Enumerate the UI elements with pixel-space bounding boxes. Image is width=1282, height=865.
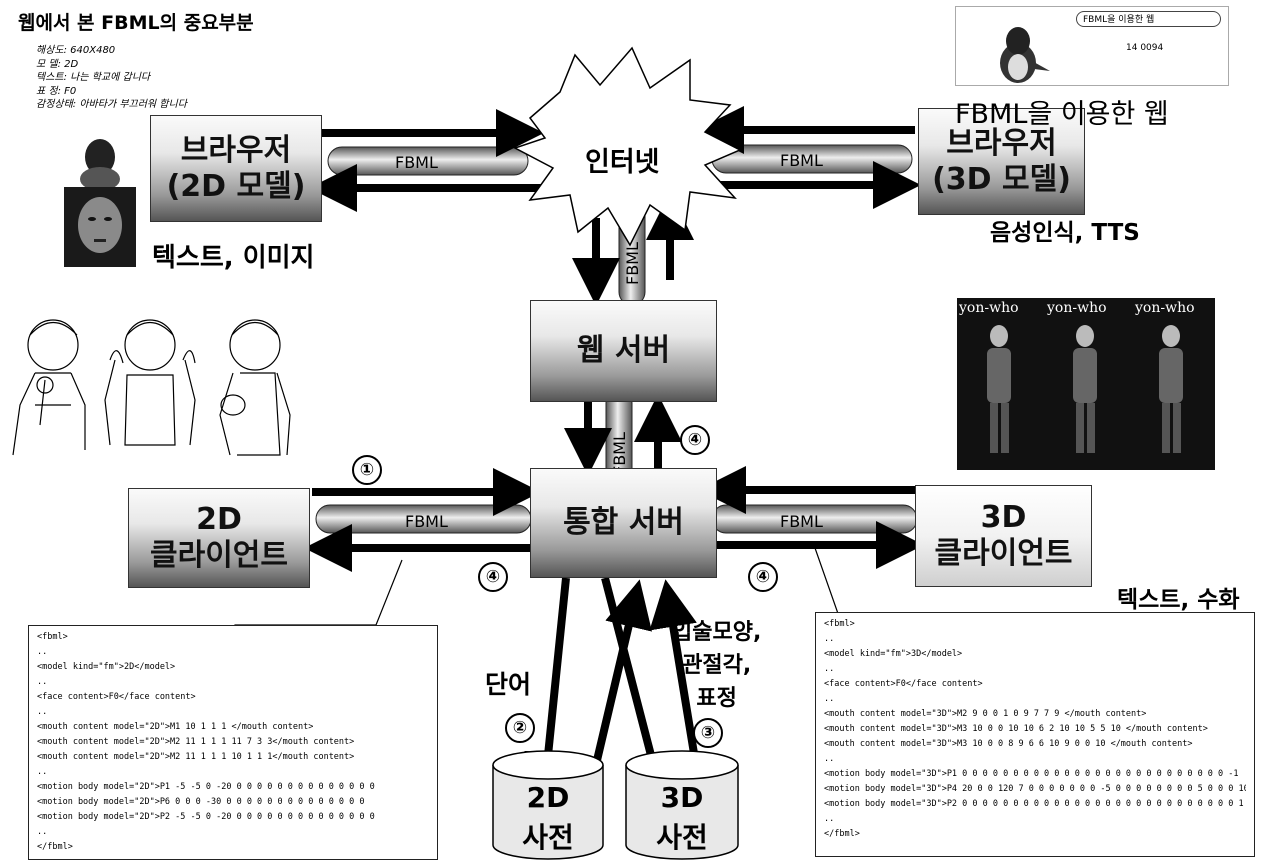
penguin-avatar-icon [1000,27,1050,83]
code-line: <mouth content model="3D">M2 9 0 0 1 0 9… [824,709,1147,719]
web-server-label: 웹 서버 [576,333,671,368]
client-2d-line2: 클라이언트 [150,538,288,573]
code-line: </fbml> [37,842,73,852]
text-image-label: 텍스트, 이미지 [152,243,315,273]
code-line: .. [824,694,835,704]
photo-caption: yon-who [1135,300,1195,316]
code-line: <mouth content model="3D">M3 10 0 0 8 9 … [824,739,1193,749]
info-line: 감정상태: 아바타가 부끄러워 합니다 [36,99,187,110]
fbml-label: FBML [610,432,629,475]
diagram-title: 웹에서 본 FBML의 중요부분 [18,12,254,34]
client-2d-box: 2D 클라이언트 [128,488,310,588]
avatar-3d-photo: yon-who yon-who yon-who [957,298,1215,470]
code-line: <model kind="fm">3D</model> [824,649,963,659]
browser-2d-line1: 브라우저 [180,132,292,168]
dict-3d-label: 3D 사전 [656,781,708,854]
fbml-web-label: FBML을 이용한 웹 [955,99,1169,130]
code-line: <motion body model="3D">P2 0 0 0 0 0 0 0… [824,799,1244,809]
code-line: .. [37,677,48,687]
integrated-server-box: 통합 서버 [530,468,717,578]
code-line: <motion body model="3D">P1 0 0 0 0 0 0 0… [824,769,1239,779]
snapshot-address-bar: FBML을 이용한 웹 [1076,11,1221,27]
code-line: <mouth content model="3D">M3 10 0 0 10 1… [824,724,1208,734]
client-2d-line1: 2D [196,502,242,537]
code-line: .. [37,827,48,837]
code-line: .. [824,664,835,674]
fbml-label: FBML [405,512,448,531]
info-block: 해상도: 640X480 모 델: 2D 텍스트: 나는 학교에 갑니다 표 정… [36,44,187,112]
client-3d-line1: 3D [980,500,1027,535]
word-label: 단어 [485,670,532,699]
avatar-2d-icon [64,139,136,267]
info-line: 해상도: 640X480 [36,45,116,56]
integrated-server-label: 통합 서버 [563,505,684,540]
step-2-badge: ② [505,713,535,743]
code-line: <mouth content model="2D">M1 10 1 1 1 </… [37,722,314,732]
browser-3d-line2: (3D 모델) [932,161,1071,197]
fbml-label: FBML [780,512,823,531]
dict-2d-cylinder [492,750,604,860]
step-4-badge: ④ [478,562,508,592]
client-3d-line2: 클라이언트 [934,536,1073,571]
step-1-badge: ① [352,455,382,485]
code-line: <mouth content model="2D">M2 11 1 1 1 10… [37,752,355,762]
web-server-box: 웹 서버 [530,300,717,402]
code-line: .. [824,814,835,824]
client-3d-box: 3D 클라이언트 [915,485,1092,587]
code-line: .. [824,754,835,764]
voice-tts-label: 음성인식, TTS [990,220,1140,246]
sign-language-figures-icon [12,319,291,456]
photo-caption: yon-who [1047,300,1107,316]
code-line: <motion body model="2D">P1 -5 -5 0 -20 0… [37,782,375,792]
step-4-badge: ④ [748,562,778,592]
fbml-label: FBML [395,153,438,172]
code-line: <fbml> [824,619,855,629]
code-line: <motion body model="3D">P4 20 0 0 120 7 … [824,784,1246,794]
step-4-badge: ④ [680,425,710,455]
browser-2d-box: 브라우저 (2D 모델) [150,115,322,222]
fbml-tube-top-left [327,146,529,176]
code-line: <motion body model="2D">P6 0 0 0 -30 0 0… [37,797,365,807]
code-line: .. [37,707,48,717]
code-line: <motion body model="2D">P2 -5 -5 0 -20 0… [37,812,375,822]
code-line: <face content>F0</face content> [37,692,196,702]
code-line: .. [824,634,835,644]
dict-3d-cylinder [625,750,739,860]
text-sign-label: 텍스트, 수화 [1117,587,1240,613]
avatar-3d-figures-icon [987,325,1183,453]
info-line: 모 델: 2D [36,58,79,70]
fbml-label: FBML [623,242,642,285]
code-line: .. [37,767,48,777]
step-3-badge: ③ [693,718,723,748]
browser-2d-line2: (2D 모델) [166,168,306,204]
browser-3d-line1: 브라우저 [946,125,1057,161]
snapshot-line: 14 0094 [1126,43,1164,53]
info-line: 텍스트: 나는 학교에 갑니다 [36,72,151,83]
photo-caption: yon-who [959,300,1019,316]
code-line: </fbml> [824,829,860,839]
code-box-2d: <fbml> .. <model kind="fm">2D</model> ..… [28,625,438,860]
browser-3d-box: 브라우저 (3D 모델) [918,108,1085,215]
code-line: <face content>F0</face content> [824,679,983,689]
code-line: <mouth content model="2D">M2 11 1 1 1 11… [37,737,355,747]
code-line: <fbml> [37,632,68,642]
code-box-3d: <fbml> .. <model kind="fm">3D</model> ..… [815,612,1255,857]
lip-joint-label: 입술모양, 관절각, 표정 [672,620,762,711]
code-line: <model kind="fm">2D</model> [37,662,176,672]
internet-burst [513,46,742,247]
browser-snapshot: FBML을 이용한 웹 14 0094 [955,6,1229,86]
code-line: .. [37,647,48,657]
fbml-label: FBML [780,151,823,170]
dict-2d-label: 2D 사전 [522,781,574,854]
info-line: 표 정: F0 [36,85,77,97]
internet-label: 인터넷 [585,147,660,178]
